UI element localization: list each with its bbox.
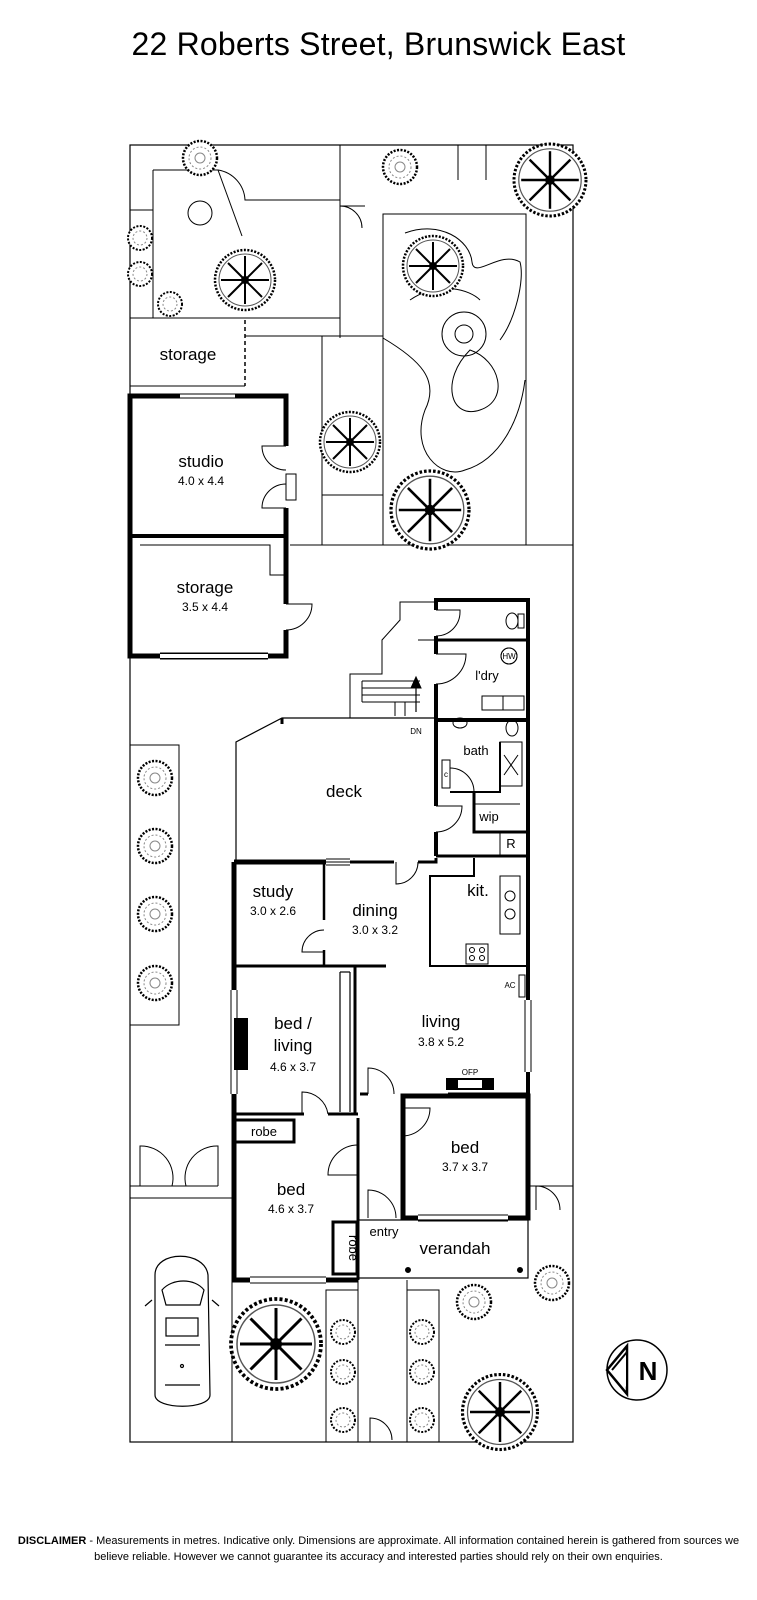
- room-bed-front-right-label: bed: [451, 1138, 479, 1157]
- room-dining-dimensions: 3.0 x 3.2: [352, 923, 398, 937]
- side-garden: [129, 744, 232, 1199]
- car-icon: [144, 1255, 220, 1407]
- room-entry-label: entry: [370, 1224, 399, 1239]
- room-bed-front-left-label: bed: [277, 1180, 305, 1199]
- room-bath-label: bath: [463, 743, 488, 758]
- disclaimer-text: - Measurements in metres. Indicative onl…: [86, 1535, 740, 1563]
- main-house: [230, 856, 573, 1284]
- room-studio-dimensions: 4.0 x 4.4: [178, 474, 224, 488]
- front-yard: [231, 1280, 440, 1443]
- room-storage-lower-label: storage: [177, 578, 234, 597]
- north-compass-icon: [605, 1339, 668, 1401]
- room-bed-living-label-line2: living: [274, 1036, 313, 1055]
- room-verandah-label: verandah: [420, 1239, 491, 1258]
- room-studio-label: studio: [178, 452, 223, 471]
- room-wip-label: wip: [478, 809, 499, 824]
- room-storage-lower-dimensions: 3.5 x 4.4: [182, 600, 228, 614]
- outbuilding: [127, 393, 313, 660]
- room-kitchen-label: kit.: [467, 881, 489, 900]
- room-storage-top-label: storage: [160, 345, 217, 364]
- room-deck-label: deck: [326, 782, 362, 801]
- compass-north-label: N: [639, 1356, 658, 1386]
- cupboard-label: c: [444, 770, 448, 779]
- hot-water-label: HW: [502, 652, 516, 661]
- robe-side-label: robe: [346, 1235, 361, 1261]
- room-bed-front-right-dimensions: 3.7 x 3.7: [442, 1160, 488, 1174]
- page-title: 22 Roberts Street, Brunswick East: [131, 26, 626, 62]
- room-laundry-label: l'dry: [475, 668, 499, 683]
- fireplace-label: OFP: [462, 1068, 478, 1077]
- tree-icon: [213, 142, 588, 1452]
- room-study-label: study: [253, 882, 294, 901]
- room-study-dimensions: 3.0 x 2.6: [250, 904, 296, 918]
- room-living-label: living: [422, 1012, 461, 1031]
- room-bed-front-left-dimensions: 4.6 x 3.7: [268, 1202, 314, 1216]
- disclaimer: DISCLAIMER - Measurements in metres. Ind…: [0, 1533, 757, 1565]
- robe-top-label: robe: [251, 1124, 277, 1139]
- bath-wing: [433, 714, 530, 858]
- service-wing: [349, 598, 530, 722]
- room-bed-living-dimensions: 4.6 x 3.7: [270, 1060, 316, 1074]
- deck-outline: [235, 717, 436, 862]
- room-living-dimensions: 3.8 x 5.2: [418, 1035, 464, 1049]
- room-dining-label: dining: [352, 901, 397, 920]
- disclaimer-heading: DISCLAIMER: [17, 1535, 87, 1547]
- stairs-down-label: DN: [410, 727, 422, 736]
- rear-yard: [130, 145, 573, 546]
- room-bed-living-label-line1: bed /: [274, 1014, 312, 1033]
- refrigerator-label: R: [506, 836, 515, 851]
- air-con-label: AC: [504, 981, 515, 990]
